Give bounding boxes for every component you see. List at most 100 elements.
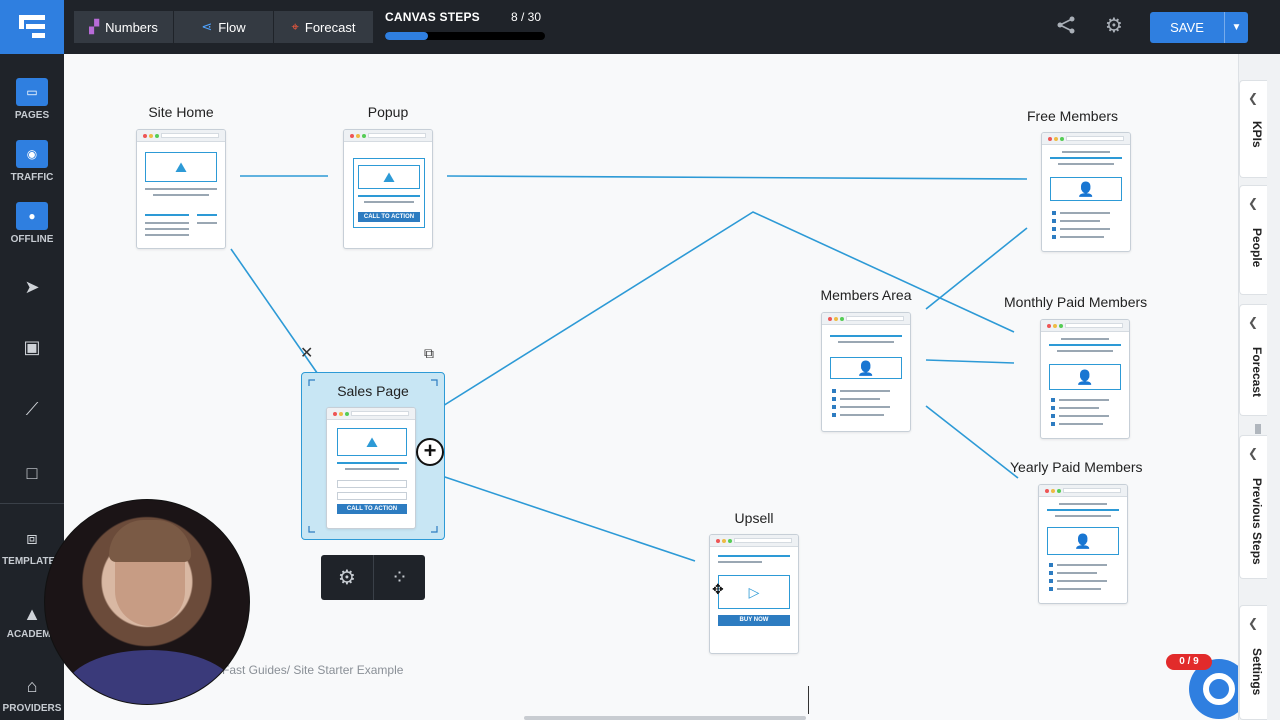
sidebar-item-offline[interactable]: ● OFFLINE: [0, 202, 64, 245]
tab-forecast-label: Forecast: [1250, 347, 1264, 398]
sidebar-item-academy[interactable]: ACADEMY: [6, 629, 58, 640]
breadcrumb[interactable]: Fast Guides/ Site Starter Example: [222, 663, 404, 677]
chevron-down-icon[interactable]: ▼: [1224, 12, 1248, 43]
broadcast-icon: ◉: [16, 140, 48, 168]
connector-lines: [230, 175, 1028, 562]
notification-counter-badge[interactable]: 0 / 9: [1166, 654, 1212, 670]
webcam-presenter-hair: [109, 520, 191, 562]
mode-flow-button[interactable]: ⋖ Flow: [174, 11, 273, 43]
node-title-site-home: Site Home: [148, 104, 214, 120]
tab-settings-label: Settings: [1250, 648, 1264, 696]
canvas-steps-progress: [385, 32, 545, 40]
mode-forecast-button[interactable]: ⌖ Forecast: [274, 11, 373, 43]
chart-bars-icon: ▞: [89, 19, 100, 34]
node-title-yearly-paid: Yearly Paid Members: [1010, 459, 1143, 475]
tab-forecast[interactable]: ❮ Forecast: [1239, 304, 1267, 416]
sidebar-divider: [0, 503, 64, 504]
app-logo[interactable]: [0, 0, 64, 54]
sidebar-item-pages[interactable]: ▭ PAGES: [0, 78, 64, 121]
node-title-popup: Popup: [367, 104, 409, 120]
browser-window-icon: ▭: [16, 78, 48, 106]
chevron-left-icon: ❮: [1248, 446, 1259, 460]
image-placeholder-icon: ⛰: [358, 165, 420, 189]
mode-numbers-button[interactable]: ▞ Numbers: [74, 11, 173, 43]
close-icon[interactable]: ✕: [300, 345, 314, 362]
top-bar: ▞ Numbers ⋖ Flow ⌖ Forecast CANVAS STEPS…: [0, 0, 1280, 54]
tab-settings[interactable]: ❮ Settings: [1239, 605, 1267, 720]
sidebar-item-label: OFFLINE: [10, 234, 54, 245]
webcam-overlay: [44, 499, 250, 705]
tab-kpis-label: KPIs: [1250, 121, 1264, 148]
node-monthly-paid-members[interactable]: 👤: [1040, 319, 1130, 439]
templates-icon[interactable]: ⧈: [26, 528, 38, 548]
text-tool-icon[interactable]: ▣: [23, 337, 41, 357]
cta-label: CALL TO ACTION: [337, 504, 407, 514]
node-title-monthly-paid: Monthly Paid Members: [1004, 294, 1148, 310]
video-play-icon: ▷: [718, 575, 790, 609]
sidebar-item-traffic[interactable]: ◉ TRAFFIC: [0, 140, 64, 183]
node-toolbar: ⚙ ⁘: [321, 555, 425, 600]
chevron-left-icon: ❮: [1248, 315, 1259, 329]
node-settings-gear-icon[interactable]: ⚙: [338, 567, 356, 589]
text-cursor: [808, 686, 809, 714]
save-label: SAVE: [1170, 20, 1204, 35]
flow-canvas[interactable]: Site Home ⛰ Popup ⛰ CALL TO ACTION Sales…: [64, 54, 1238, 720]
connector-sales-monthly[interactable]: [429, 211, 1015, 415]
image-placeholder-icon: ⛰: [145, 152, 217, 182]
chevron-left-icon: ❮: [1248, 91, 1259, 105]
connector-home-sales[interactable]: [230, 248, 323, 381]
tab-kpis[interactable]: ❮ KPIs: [1239, 80, 1267, 178]
node-upsell[interactable]: ▷ BUY NOW: [709, 534, 799, 654]
node-sales-page-selected[interactable]: Sales Page ⛰ CALL TO ACTION: [301, 372, 445, 540]
graduation-cap-icon[interactable]: ▲: [23, 604, 41, 624]
tab-previous-steps[interactable]: ❮ Previous Steps: [1239, 435, 1267, 579]
node-members-area[interactable]: 👤: [821, 312, 911, 432]
sidebar-item-templates[interactable]: TEMPLATES: [2, 556, 62, 567]
tab-people-label: People: [1250, 228, 1264, 268]
save-button[interactable]: SAVE ▼: [1150, 12, 1248, 43]
duplicate-icon[interactable]: ⧉: [424, 345, 434, 361]
node-site-home[interactable]: ⛰: [136, 129, 226, 249]
node-stats-chart-icon[interactable]: ⁘: [373, 555, 425, 600]
rectangle-tool-icon[interactable]: □: [26, 463, 38, 483]
pointer-icon[interactable]: ➤: [24, 277, 40, 297]
node-title-members-area: Members Area: [820, 287, 912, 303]
sidebar-item-providers[interactable]: PROVIDERS: [2, 703, 62, 714]
share-icon[interactable]: [1054, 15, 1078, 39]
vertical-scrollbar[interactable]: [1255, 424, 1261, 434]
flow-share-icon: ⋖: [201, 19, 213, 34]
line-tool-icon[interactable]: ⟋: [25, 399, 39, 419]
image-placeholder-icon: ⛰: [337, 428, 407, 456]
connector-members-monthly[interactable]: [925, 359, 1015, 364]
store-icon[interactable]: ⌂: [26, 676, 38, 696]
horizontal-scrollbar[interactable]: [524, 716, 806, 720]
sidebar-item-label: TRAFFIC: [10, 172, 54, 183]
left-sidebar: ▭ PAGES ◉ TRAFFIC ● OFFLINE ➤ ▣ ⟋ □ ⧈ TE…: [0, 54, 64, 720]
mode-forecast-label: Forecast: [304, 19, 356, 35]
cta-label: CALL TO ACTION: [358, 212, 420, 222]
node-title-upsell: Upsell: [734, 510, 774, 526]
node-popup[interactable]: ⛰ CALL TO ACTION: [343, 129, 433, 249]
connector-members-yearly[interactable]: [925, 405, 1019, 479]
chevron-left-icon: ❮: [1248, 616, 1259, 630]
user-icon: 👤: [830, 357, 902, 379]
add-connection-icon[interactable]: +: [416, 438, 444, 466]
connector-sales-upsell[interactable]: [429, 471, 696, 562]
connector-popup-free[interactable]: [446, 175, 1028, 180]
lifebuoy-icon: [1203, 673, 1235, 705]
logo-icon: [19, 15, 45, 38]
connector-members-free[interactable]: [925, 227, 1028, 310]
node-yearly-paid-members[interactable]: 👤: [1038, 484, 1128, 604]
selection-corners: [308, 379, 438, 533]
node-free-members[interactable]: 👤: [1041, 132, 1131, 252]
node-title-sales-page: Sales Page: [337, 383, 409, 399]
sidebar-item-label: PAGES: [14, 110, 50, 121]
canvas-steps-label: CANVAS STEPS: [385, 10, 480, 24]
tab-people[interactable]: ❮ People: [1239, 185, 1267, 295]
tab-previous-steps-label: Previous Steps: [1250, 478, 1264, 565]
gear-icon[interactable]: ⚙: [1105, 15, 1123, 37]
help-button[interactable]: [1189, 659, 1238, 719]
target-icon: ⌖: [291, 19, 299, 34]
node-title-free-members: Free Members: [1027, 108, 1119, 124]
right-panel-tabs: ❮ KPIs ❮ People ❮ Forecast ❮ Previous St…: [1238, 54, 1280, 720]
